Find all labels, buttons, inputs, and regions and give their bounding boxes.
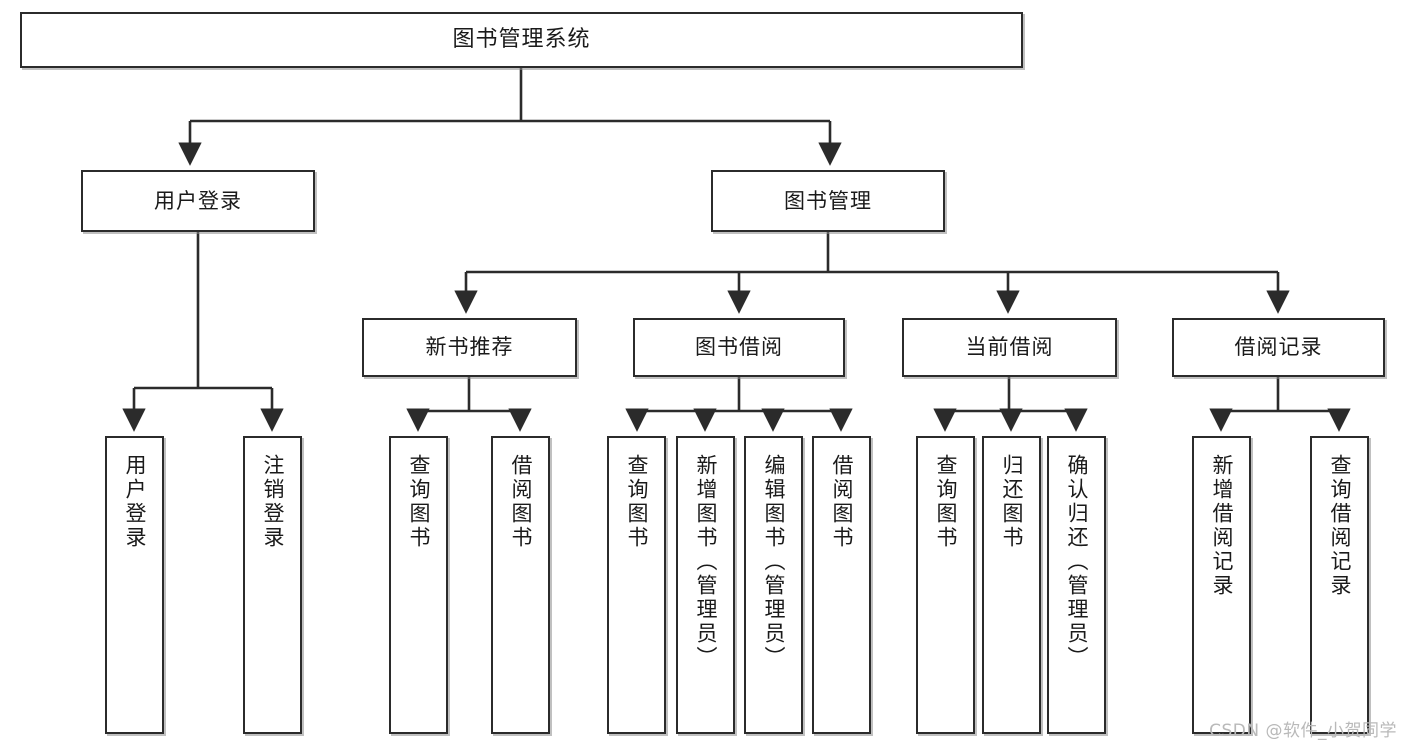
node-leaf-borrow-book-b-label: 借阅图书	[829, 454, 854, 550]
node-leaf-user-login[interactable]: 用户登录	[105, 436, 164, 734]
node-borrow-record[interactable]: 借阅记录	[1172, 318, 1385, 377]
watermark-text: CSDN @软件_小贺同学	[1209, 721, 1397, 741]
node-leaf-add-record-label: 新增借阅记录	[1209, 454, 1234, 598]
node-user-login[interactable]: 用户登录	[81, 170, 315, 232]
node-leaf-query-book-b[interactable]: 查询图书	[607, 436, 666, 734]
node-leaf-confirm-return-label: 确认归还（管理员）	[1064, 454, 1089, 670]
node-leaf-query-book-c-label: 查询图书	[933, 454, 958, 550]
node-leaf-query-book-a[interactable]: 查询图书	[389, 436, 448, 734]
node-book-manage[interactable]: 图书管理	[711, 170, 945, 232]
node-leaf-add-book[interactable]: 新增图书（管理员）	[676, 436, 735, 734]
node-leaf-edit-book[interactable]: 编辑图书（管理员）	[744, 436, 803, 734]
node-root-label: 图书管理系统	[452, 27, 591, 53]
node-leaf-user-logout-label: 注销登录	[260, 454, 285, 550]
node-leaf-user-logout[interactable]: 注销登录	[243, 436, 302, 734]
node-book-manage-label: 图书管理	[784, 188, 872, 213]
node-leaf-edit-book-label: 编辑图书（管理员）	[761, 454, 786, 670]
node-leaf-return-book-label: 归还图书	[999, 454, 1024, 550]
node-current-borrow[interactable]: 当前借阅	[902, 318, 1117, 377]
node-leaf-user-login-label: 用户登录	[122, 454, 147, 550]
node-leaf-query-record-label: 查询借阅记录	[1327, 454, 1352, 598]
node-new-book-rec[interactable]: 新书推荐	[362, 318, 577, 377]
node-borrow-record-label: 借阅记录	[1234, 335, 1323, 360]
node-leaf-borrow-book-b[interactable]: 借阅图书	[812, 436, 871, 734]
node-leaf-add-book-label: 新增图书（管理员）	[693, 454, 718, 670]
node-root[interactable]: 图书管理系统	[20, 12, 1023, 68]
node-leaf-query-book-c[interactable]: 查询图书	[916, 436, 975, 734]
node-user-login-label: 用户登录	[154, 188, 242, 213]
node-new-book-rec-label: 新书推荐	[425, 335, 514, 360]
node-leaf-add-record[interactable]: 新增借阅记录	[1192, 436, 1251, 734]
node-leaf-borrow-book-a[interactable]: 借阅图书	[491, 436, 550, 734]
node-book-borrow[interactable]: 图书借阅	[633, 318, 845, 377]
node-leaf-confirm-return[interactable]: 确认归还（管理员）	[1047, 436, 1106, 734]
node-leaf-query-book-b-label: 查询图书	[624, 454, 649, 550]
node-leaf-borrow-book-a-label: 借阅图书	[508, 454, 533, 550]
node-current-borrow-label: 当前借阅	[965, 335, 1054, 360]
node-leaf-query-book-a-label: 查询图书	[406, 454, 431, 550]
node-leaf-query-record[interactable]: 查询借阅记录	[1310, 436, 1369, 734]
node-book-borrow-label: 图书借阅	[695, 335, 783, 360]
node-leaf-return-book[interactable]: 归还图书	[982, 436, 1041, 734]
